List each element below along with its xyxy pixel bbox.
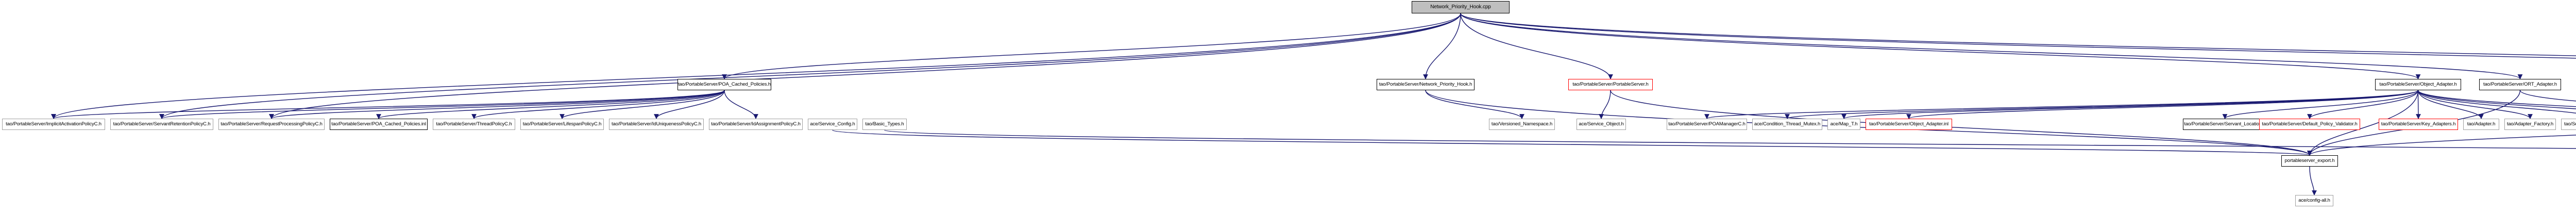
graph-edge [159, 90, 725, 119]
graph-node[interactable]: tao/PortableServer/IdUniquenessPolicyC.h [609, 119, 704, 130]
graph-node-label: ace/Service_Config.h [810, 121, 855, 127]
graph-node[interactable]: tao/Server_Strategy_Factory.h [2561, 119, 2576, 130]
graph-node[interactable]: tao/PortableServer/IdAssignmentPolicyC.h [709, 119, 803, 130]
graph-node-label: tao/Basic_Types.h [865, 121, 904, 127]
graph-node-label: tao/PortableServer/Key_Adapters.h [2381, 121, 2456, 127]
graph-node-label: tao/PortableServer/Object_Adapter.h [2379, 81, 2457, 88]
graph-edge [2417, 90, 2484, 119]
graph-node-root[interactable]: Network_Priority_Hook.cpp [1412, 1, 1510, 13]
graph-edge [724, 90, 758, 119]
graph-node[interactable]: tao/PortableServer/LifespanPolicyC.h [520, 119, 604, 130]
graph-edge [560, 90, 725, 119]
graph-node-label: tao/PortableServer/Servant_Location.h [2184, 121, 2266, 127]
graph-node-label: tao/PortableServer/IdUniquenessPolicyC.h [611, 121, 702, 127]
graph-edge [1704, 90, 2419, 119]
graph-node[interactable]: tao/PortableServer/Servant_Location.h [2183, 119, 2267, 130]
graph-node-label: ace/Map_T.h [1830, 121, 1858, 127]
graph-node[interactable]: tao/PortableServer/Network_Priority_Hook… [1377, 79, 1475, 90]
graph-edge [269, 90, 725, 119]
graph-node[interactable]: tao/PortableServer/Object_Adapter.inl [1866, 119, 1952, 130]
graph-node[interactable]: ace/Map_T.h [1827, 119, 1860, 130]
graph-edge [722, 13, 1461, 79]
graph-node[interactable]: tao/PortableServer/ThreadPolicyC.h [433, 119, 515, 130]
graph-node[interactable]: ace/Service_Config.h [808, 119, 857, 130]
graph-node[interactable]: tao/PortableServer/Object_Adapter.h [2375, 79, 2461, 90]
graph-node-label: tao/PortableServer/LifespanPolicyC.h [522, 121, 602, 127]
graph-node-label: portableserver_export.h [2284, 158, 2335, 164]
graph-node-label: Network_Priority_Hook.cpp [1430, 4, 1491, 10]
graph-edge [51, 13, 1461, 119]
graph-edge [1599, 90, 1611, 119]
graph-node[interactable]: tao/PortableServer/ORT_Adapter.h [2479, 79, 2561, 90]
graph-edge [1906, 90, 2419, 119]
graph-node[interactable]: ace/Condition_Thread_Mutex.h [1752, 119, 1822, 130]
graph-edge [1460, 13, 2576, 59]
graph-node-label: tao/PortableServer/ThreadPolicyC.h [436, 121, 512, 127]
graph-node-label: tao/PortableServer/POA_Cached_Policies.h [678, 81, 771, 88]
graph-edge [2416, 90, 2421, 119]
graph-edge [471, 90, 725, 119]
graph-node[interactable]: tao/Basic_Types.h [862, 119, 907, 130]
graph-node[interactable]: ace/config-all.h [2295, 195, 2333, 206]
graph-node[interactable]: portableserver_export.h [2281, 155, 2338, 167]
graph-node[interactable]: tao/PortableServer/ImplicitActivationPol… [2, 119, 105, 130]
graph-node[interactable]: tao/PortableServer/ServantRetentionPolic… [110, 119, 213, 130]
graph-node-label: tao/Adapter.h [2467, 121, 2496, 127]
graph-node-label: tao/PortableServer/Network_Priority_Hook… [1379, 81, 1472, 88]
graph-node[interactable]: tao/PortableServer/RequestProcessingPoli… [218, 119, 325, 130]
graph-node-label: tao/PortableServer/POAManagerC.h [1668, 121, 1745, 127]
graph-node[interactable]: tao/PortableServer/Key_Adapters.h [2379, 119, 2458, 130]
graph-edge [269, 13, 1461, 119]
graph-node-label: tao/PortableServer/ImplicitActivationPol… [6, 121, 101, 127]
graph-node-label: tao/PortableServer/Default_Policy_Valida… [2262, 121, 2358, 127]
graph-node[interactable]: tao/PortableServer/POAManagerC.h [1667, 119, 1747, 130]
graph-node-label: tao/Server_Strategy_Factory.h [2564, 121, 2576, 127]
graph-edge [1460, 13, 2421, 79]
graph-node-label: tao/PortableServer/ServantRetentionPolic… [113, 121, 211, 127]
graph-node[interactable]: tao/PortableServer/POA_Cached_Policies.i… [330, 119, 428, 130]
graph-node[interactable]: tao/PortableServer/PortableServer.h [1568, 79, 1653, 90]
graph-node-label: tao/PortableServer/RequestProcessingPoli… [221, 121, 323, 127]
graph-edge [159, 13, 1461, 119]
graph-edge [2519, 90, 2576, 102]
graph-node-label: ace/Condition_Thread_Mutex.h [1754, 121, 1821, 127]
graph-edge [2309, 166, 2317, 195]
graph-node-label: ace/Service_Object.h [1579, 121, 1624, 127]
graph-edge [2417, 90, 2533, 119]
graph-edge [1423, 13, 1461, 79]
graph-node-label: tao/Versioned_Namespace.h [1491, 121, 1553, 127]
graph-edge [376, 90, 725, 119]
graph-edge [1460, 13, 2576, 56]
graph-node-label: tao/PortableServer/POA_Cached_Policies.i… [331, 121, 426, 127]
graph-edge [1460, 13, 1613, 79]
graph-edge [654, 90, 725, 119]
graph-node[interactable]: tao/Adapter_Factory.h [2504, 119, 2556, 130]
graph-node[interactable]: ace/Service_Object.h [1577, 119, 1626, 130]
graph-edge [884, 129, 2576, 149]
edge-group [51, 13, 2576, 195]
graph-edge [832, 129, 2312, 156]
graph-edge [2417, 90, 2576, 107]
graph-node[interactable]: tao/Adapter.h [2463, 119, 2499, 130]
graph-edge [1425, 90, 1524, 119]
graph-edge [2307, 90, 2419, 119]
graph-node-label: tao/PortableServer/PortableServer.h [1572, 81, 1649, 88]
graph-edge [51, 90, 725, 119]
graph-edge [2222, 90, 2419, 119]
graph-edge [2417, 90, 2576, 109]
graph-node-label: ace/config-all.h [2298, 198, 2330, 204]
graph-node[interactable]: tao/PortableServer/POA_Cached_Policies.h [677, 79, 771, 90]
graph-edge [1841, 90, 2419, 119]
graph-edge [1460, 13, 2522, 79]
graph-edge [2417, 90, 2576, 114]
graph-node-label: tao/PortableServer/IdAssignmentPolicyC.h [711, 121, 801, 127]
graph-node-label: tao/PortableServer/ORT_Adapter.h [2483, 81, 2557, 88]
graph-node[interactable]: tao/Versioned_Namespace.h [1489, 119, 1555, 130]
graph-edge [1785, 90, 2419, 119]
graph-node-label: tao/Adapter_Factory.h [2506, 121, 2554, 127]
graph-node[interactable]: tao/PortableServer/Default_Policy_Valida… [2259, 119, 2360, 130]
graph-node-label: tao/PortableServer/Object_Adapter.inl [1869, 121, 1948, 127]
